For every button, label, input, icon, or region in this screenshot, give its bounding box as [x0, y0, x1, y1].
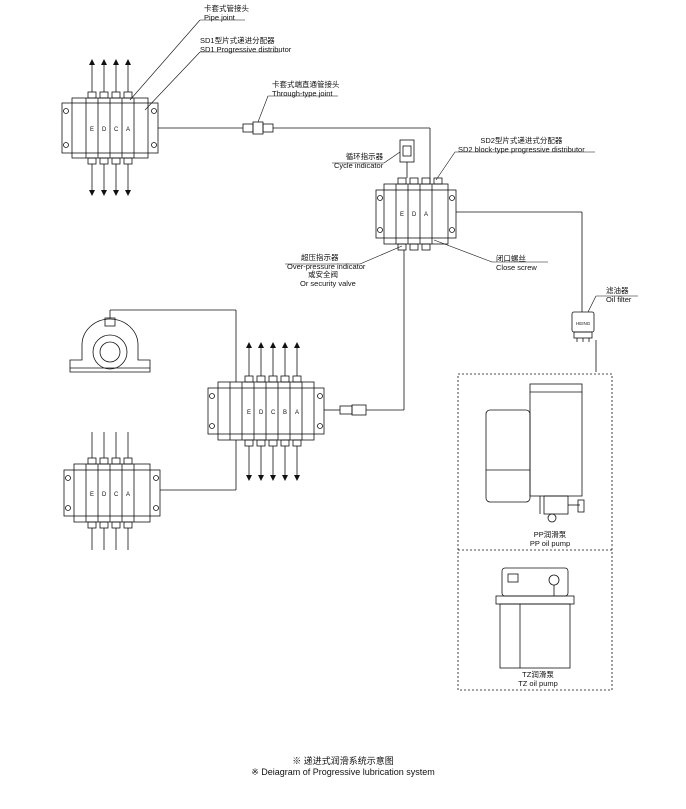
label-pipe-joint-en: Pipe joint [204, 13, 235, 22]
oil-filter [571, 311, 595, 342]
label-sd1: SD1型片式递进分配器 SD1 Progressive distributor [200, 36, 291, 54]
label-close-screw: 闭口螺丝 Close screw [496, 254, 537, 272]
pipe-network [109, 121, 597, 491]
oil-filter-mark: HEING [576, 321, 591, 326]
label-cycle-indicator-zh: 循环指示器 [345, 152, 384, 161]
svg-text:D: D [102, 492, 107, 498]
label-over-pressure-en: Over-pressure indicator [287, 262, 366, 271]
sd2-distributor [375, 139, 457, 251]
distributor-middle [207, 342, 325, 481]
label-tz-pump-zh: TZ润滑泵 [522, 670, 554, 679]
svg-text:D: D [259, 410, 264, 416]
svg-text:A: A [126, 127, 130, 133]
svg-text:A: A [424, 212, 428, 218]
tz-oil-pump [495, 567, 575, 669]
svg-text:D: D [412, 212, 417, 218]
label-through-joint: 卡套式端直通管接头 Through-type joint [272, 80, 340, 98]
label-pp-pump: PP润滑泵 PP oil pump [520, 530, 580, 548]
label-tz-pump: TZ润滑泵 TZ oil pump [508, 670, 568, 688]
label-security-valve: 或安全阀 Or security valve [300, 270, 356, 288]
label-cycle-indicator-en: Cycle indicator [334, 161, 384, 170]
label-oil-filter-zh: 滤油器 [606, 286, 629, 295]
label-close-screw-en: Close screw [496, 263, 537, 272]
label-pp-pump-en: PP oil pump [529, 539, 571, 548]
label-through-joint-en: Through-type joint [272, 89, 333, 98]
label-pipe-joint-zh: 卡套式管接头 [204, 4, 249, 13]
label-sd2-en: SD2 block-type progressive distributor [458, 145, 585, 154]
label-over-pressure-zh: 超压指示器 [301, 253, 339, 262]
label-oil-filter: 滤油器 Oil filter [606, 286, 631, 304]
label-close-screw-zh: 闭口螺丝 [496, 254, 526, 263]
leader-lines [129, 19, 638, 313]
caption-en: ※ Deiagram of Progressive lubrication sy… [251, 767, 435, 777]
svg-text:C: C [271, 410, 276, 416]
svg-text:E: E [90, 492, 94, 498]
bearing-block [69, 317, 151, 373]
label-security-valve-en: Or security valve [300, 279, 356, 288]
label-tz-pump-en: TZ oil pump [518, 679, 558, 688]
label-over-pressure: 超压指示器 Over-pressure indicator [287, 253, 365, 271]
label-pp-pump-zh: PP润滑泵 [533, 530, 567, 539]
caption-zh: ※ 递进式润滑系统示意图 [292, 756, 394, 766]
svg-text:C: C [114, 492, 119, 498]
label-cycle-indicator: 循环指示器 Cycle indicator [334, 152, 383, 170]
pump-enclosure [457, 373, 613, 691]
svg-text:A: A [295, 410, 299, 416]
distributor-bottom-left [63, 432, 161, 550]
block-letters: E D C A E D A E D C B A E D C A [90, 127, 428, 498]
svg-text:B: B [283, 410, 287, 416]
svg-text:E: E [90, 127, 94, 133]
label-oil-filter-en: Oil filter [606, 295, 632, 304]
label-pipe-joint: 卡套式管接头 Pipe joint [204, 4, 249, 22]
label-security-valve-zh: 或安全阀 [308, 270, 338, 279]
label-sd2: SD2型片式递进式分配器 SD2 block-type progressive … [458, 136, 585, 154]
pp-oil-pump [485, 383, 585, 523]
svg-text:A: A [126, 492, 130, 498]
svg-text:E: E [400, 212, 404, 218]
label-sd1-en: SD1 Progressive distributor [200, 45, 292, 54]
svg-text:C: C [114, 127, 119, 133]
svg-text:E: E [247, 410, 251, 416]
label-through-joint-zh: 卡套式端直通管接头 [272, 80, 340, 89]
label-sd2-zh: SD2型片式递进式分配器 [480, 136, 563, 145]
label-sd1-zh: SD1型片式递进分配器 [200, 36, 275, 45]
svg-text:D: D [102, 127, 107, 133]
sd1-distributor [61, 59, 159, 196]
